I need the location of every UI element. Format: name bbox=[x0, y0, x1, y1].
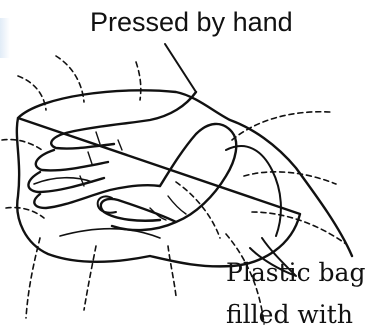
dash-line bbox=[6, 207, 44, 218]
label-pointer-line bbox=[165, 44, 196, 92]
pressed-by-hand-label: Pressed by hand bbox=[90, 6, 293, 38]
dash-line bbox=[232, 112, 330, 140]
lower-hand bbox=[101, 124, 236, 230]
dash-line bbox=[136, 62, 141, 100]
plastic-bag-label: Plastic bag filled with bbox=[226, 252, 365, 336]
plastic-bag-label-line1: Plastic bag bbox=[226, 252, 365, 294]
dash-line bbox=[2, 139, 42, 150]
plastic-bag-label-line2: filled with bbox=[226, 294, 365, 336]
dash-line bbox=[168, 246, 176, 296]
dash-line bbox=[244, 172, 336, 184]
dash-line bbox=[84, 246, 96, 310]
dash-line bbox=[26, 238, 40, 318]
lower-hand-creases bbox=[150, 196, 186, 220]
